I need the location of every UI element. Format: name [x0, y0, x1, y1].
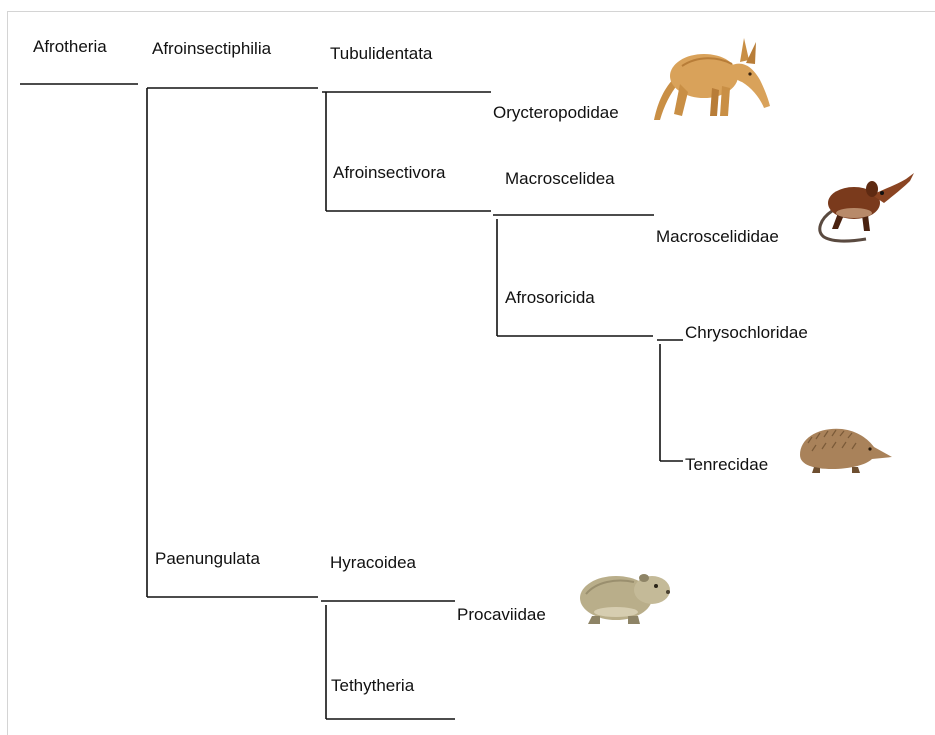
label-procaviidae: Procaviidae	[457, 605, 546, 625]
label-tubulidentata: Tubulidentata	[330, 44, 432, 64]
label-chrysochloridae: Chrysochloridae	[685, 323, 808, 343]
label-hyracoidea: Hyracoidea	[330, 553, 416, 573]
aardvark-illustration	[652, 36, 782, 124]
elephant-shrew-illustration	[814, 163, 922, 251]
tenrec-illustration	[796, 423, 896, 473]
label-orycteropodidae: Orycteropodidae	[493, 103, 619, 123]
hyrax-illustration	[572, 564, 674, 626]
label-macroscelidea: Macroscelidea	[505, 169, 615, 189]
label-afroinsectivora: Afroinsectivora	[333, 163, 445, 183]
label-macroscelididae: Macroscelididae	[656, 227, 779, 247]
label-tenrecidae: Tenrecidae	[685, 455, 768, 475]
label-tethytheria: Tethytheria	[331, 676, 414, 696]
label-afrosoricida: Afrosoricida	[505, 288, 595, 308]
label-afrotheria: Afrotheria	[33, 37, 107, 57]
label-paenungulata: Paenungulata	[155, 549, 260, 569]
label-afroinsectiphilia: Afroinsectiphilia	[152, 39, 271, 59]
